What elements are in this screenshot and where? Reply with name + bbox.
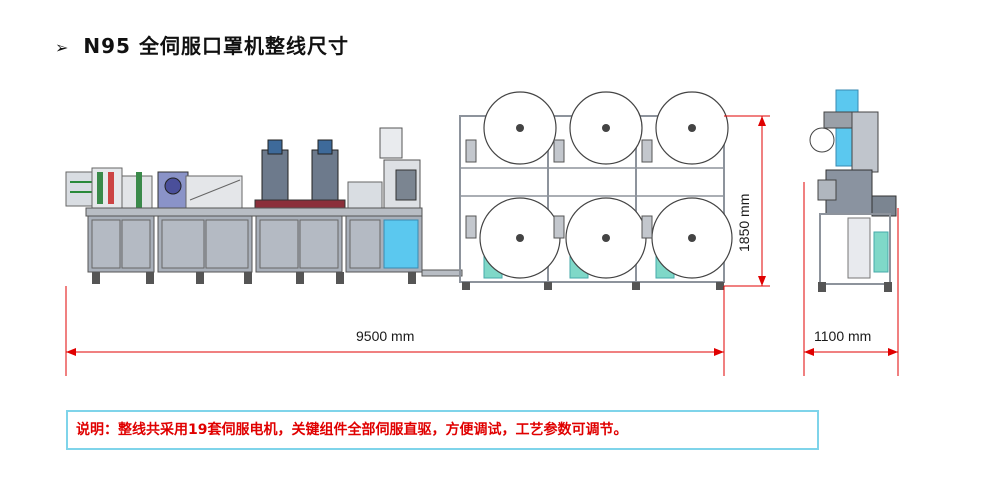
unwind-stands (459, 91, 733, 290)
title-text: N95 全伺服口罩机整线尺寸 (83, 34, 349, 58)
main-machine-line (65, 127, 463, 284)
height-dimension-label: 1850 mm (736, 193, 752, 252)
width-dimension-label: 1100 mm (814, 328, 872, 344)
height-dimension-line (724, 115, 770, 287)
length-dimension-line (65, 286, 725, 376)
width-dimension-line (803, 182, 899, 376)
page-title: ➢ N95 全伺服口罩机整线尺寸 (55, 30, 349, 59)
arrow-bullet-icon: ➢ (55, 38, 70, 57)
length-dimension-label: 9500 mm (356, 328, 415, 344)
side-view-machine (809, 89, 897, 292)
description-note: 说明：整线共采用19套伺服电机，关键组件全部伺服直驱，方便调试，工艺参数可调节。 (66, 410, 819, 450)
